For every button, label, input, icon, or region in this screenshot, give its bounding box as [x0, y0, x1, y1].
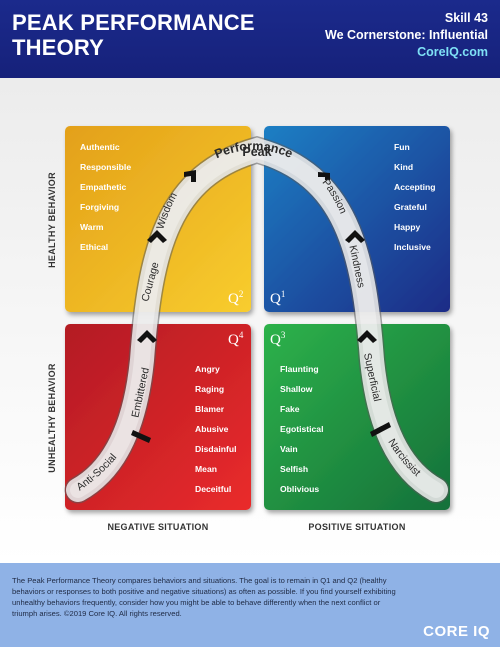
q3-item: Vain [280, 444, 298, 454]
q4-item: Abusive [195, 424, 229, 434]
q3-item: Oblivious [280, 484, 319, 494]
q1-item: Kind [394, 162, 413, 172]
axis-label-healthy: HEALTHY BEHAVIOR [47, 172, 57, 268]
header-info: Skill 43 We Cornerstone: Influential Cor… [325, 10, 488, 61]
core-iq-logo: CORE IQ [423, 623, 490, 640]
q2-item: Authentic [80, 142, 120, 152]
q4-items: Angry Raging Blamer Abusive Disdainful M… [195, 364, 237, 494]
q2-item: Empathetic [80, 182, 127, 192]
q3-items: Flaunting Shallow Fake Egotistical Vain … [280, 364, 323, 494]
q4-item: Disdainful [195, 444, 237, 454]
q1-items: Fun Kind Accepting Grateful Happy Inclus… [394, 142, 436, 252]
chevron-up-icon [357, 330, 377, 343]
q4-item: Blamer [195, 404, 225, 414]
page-title: PEAK PERFORMANCE THEORY [12, 10, 255, 60]
footer-description: The Peak Performance Theory compares beh… [12, 576, 396, 618]
q2-item: Ethical [80, 242, 108, 252]
q3-item: Selfish [280, 464, 308, 474]
peak-label-line1: Peak [242, 145, 271, 159]
arch-chevrons [131, 170, 391, 443]
q1-item: Fun [394, 142, 410, 152]
chevron-up-icon [147, 230, 167, 243]
q3-item: Egotistical [280, 424, 323, 434]
q4-item: Deceitful [195, 484, 231, 494]
q2-item: Warm [80, 222, 104, 232]
q1-item: Grateful [394, 202, 427, 212]
chevron-up-icon [137, 330, 157, 343]
performance-arch [64, 135, 450, 504]
chevron-icon [370, 422, 391, 437]
skill-number: Skill 43 [444, 11, 488, 25]
chevron-icon [184, 170, 196, 182]
axis-label-negative: NEGATIVE SITUATION [107, 522, 208, 532]
q3-label: Q3 [270, 330, 286, 348]
q3-item: Shallow [280, 384, 313, 394]
chevron-up-icon [345, 230, 365, 243]
cornerstone-label: We Cornerstone: Influential [325, 28, 488, 42]
q3-item: Fake [280, 404, 300, 414]
site-link[interactable]: CoreIQ.com [417, 45, 488, 59]
q2-item: Responsible [80, 162, 131, 172]
q2-item: Forgiving [80, 202, 119, 212]
q1-item: Inclusive [394, 242, 431, 252]
q2-label: Q2 [228, 289, 243, 307]
axis-label-positive: POSITIVE SITUATION [308, 522, 405, 532]
title-line-2: THEORY [12, 35, 105, 60]
title-line-1: PEAK PERFORMANCE [12, 10, 255, 35]
q4-item: Raging [195, 384, 224, 394]
header-banner: PEAK PERFORMANCE THEORY Skill 43 We Corn… [0, 0, 500, 78]
q2-items: Authentic Responsible Empathetic Forgivi… [80, 142, 131, 252]
footer: The Peak Performance Theory compares beh… [0, 563, 500, 647]
chevron-icon [131, 430, 151, 443]
q4-label: Q4 [228, 330, 244, 348]
q3-item: Flaunting [280, 364, 319, 374]
axis-label-unhealthy: UNHEALTHY BEHAVIOR [47, 363, 57, 473]
q1-item: Happy [394, 222, 420, 232]
q1-label: Q1 [270, 289, 285, 307]
chevron-icon [318, 172, 330, 180]
q4-item: Mean [195, 464, 217, 474]
q4-item: Angry [195, 364, 220, 374]
q1-item: Accepting [394, 182, 436, 192]
